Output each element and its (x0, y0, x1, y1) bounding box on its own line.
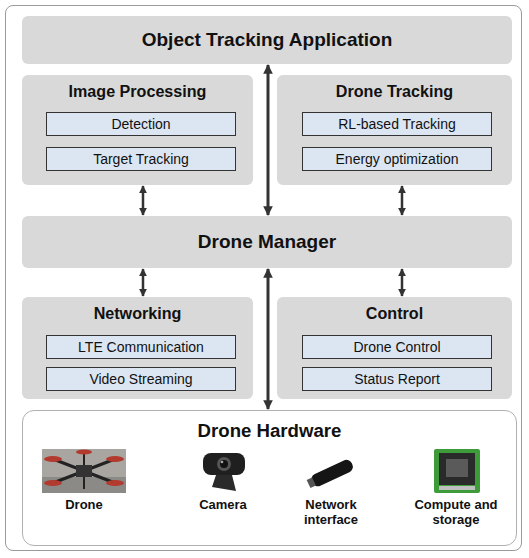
module-panel: Drone TrackingRL-based TrackingEnergy op… (277, 75, 512, 185)
function-label: Energy optimization (336, 151, 459, 167)
function-label: Detection (111, 116, 170, 132)
heading-text: Object Tracking Application (142, 29, 393, 51)
hardware-caption: Drone (44, 497, 124, 512)
heading-text: Drone Tracking (277, 82, 512, 101)
function-box: Target Tracking (46, 147, 236, 171)
module-panel: ControlDrone ControlStatus Report (277, 297, 512, 399)
hardware-panel: Drone HardwareDrone Camera Network interfa… (22, 410, 517, 546)
heading-text: Networking (22, 304, 253, 323)
hardware-caption: Compute and storage (401, 497, 511, 527)
double-arrow (142, 269, 145, 296)
function-label: Status Report (354, 371, 440, 387)
function-box: Status Report (302, 367, 492, 391)
double-arrow (267, 269, 270, 409)
module-panel: Image ProcessingDetectionTarget Tracking (22, 75, 253, 185)
heading-text: Image Processing (22, 82, 253, 101)
hardware-caption: Camera (183, 497, 263, 512)
application-band: Object Tracking Application (22, 16, 512, 64)
function-box: RL-based Tracking (302, 112, 492, 136)
hardware-caption: Network interface (291, 497, 371, 527)
function-label: Video Streaming (89, 371, 192, 387)
module-panel: NetworkingLTE CommunicationVideo Streami… (22, 297, 253, 399)
heading-text: Drone Hardware (23, 420, 516, 442)
heading-text: Drone Manager (198, 231, 336, 253)
double-arrow (142, 186, 145, 215)
function-label: RL-based Tracking (338, 116, 456, 132)
heading-text: Control (277, 304, 512, 323)
double-arrow (401, 269, 404, 296)
function-label: Drone Control (353, 339, 440, 355)
manager-band: Drone Manager (22, 216, 512, 268)
double-arrow (267, 65, 270, 215)
function-box: Drone Control (302, 335, 492, 359)
double-arrow (401, 186, 404, 215)
function-box: Detection (46, 112, 236, 136)
function-label: Target Tracking (93, 151, 189, 167)
function-box: Video Streaming (46, 367, 236, 391)
function-box: Energy optimization (302, 147, 492, 171)
function-label: LTE Communication (78, 339, 204, 355)
function-box: LTE Communication (46, 335, 236, 359)
